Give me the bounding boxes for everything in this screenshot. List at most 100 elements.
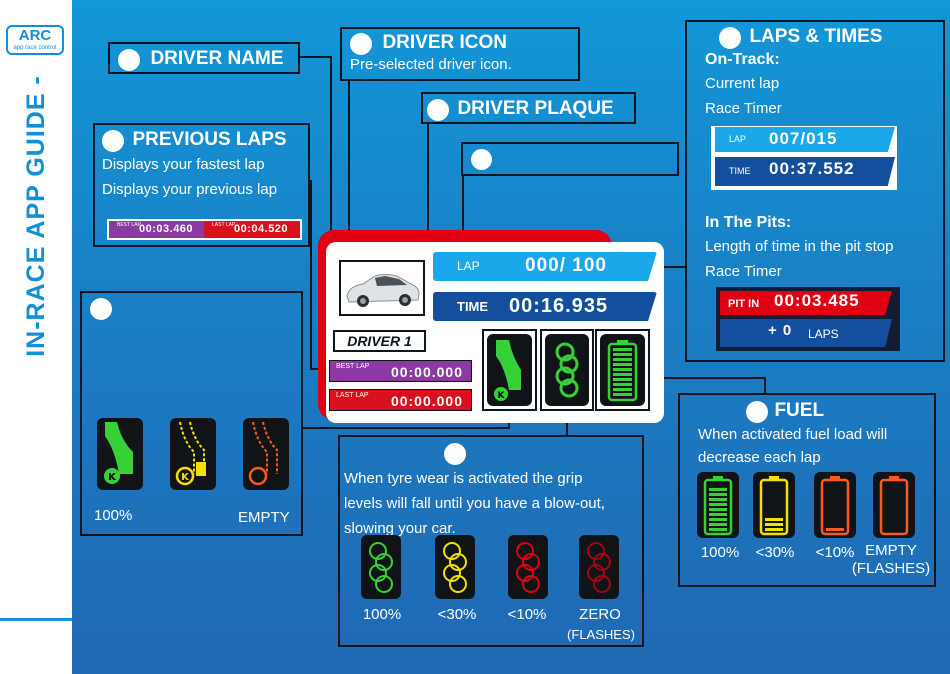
in-pits-line: Race Timer [705,263,782,280]
fuel-desc-line: decrease each lap [698,449,821,466]
grip-gauge-icon: K [494,340,521,401]
left-sidebar [0,0,72,674]
pit-in-label: PIT IN [728,298,760,310]
driver-icon-frame [339,260,425,316]
arc-logo: ARC app race control [6,25,64,55]
fuel-level-gauge [753,472,795,538]
previous-laps-callout: PREVIOUS LAPS Displays your fastest lap … [93,123,310,247]
sidebar-divider [0,618,72,621]
driver-plaque-callout: DRIVER PLAQUE [421,92,636,124]
prev-best-value: 00:03.460 [139,223,194,235]
lt-lap-value: 007/015 [769,129,838,148]
tyre-desc-line: When tyre wear is activated the grip [344,470,583,487]
tyre-level-caption: 100% [362,606,402,623]
pit-in-value: 00:03.485 [774,291,860,310]
prev-last-value: 00:04.520 [234,223,289,235]
grip-empty-gauge [243,418,289,490]
driver-icon-callout: DRIVER ICON Pre-selected driver icon. [340,27,580,81]
fuel-gauge-icon [820,476,850,536]
tyre-desc-line: slowing your car. [344,520,456,537]
grip-callout: K K 100% EMPTY [80,291,303,536]
car-icon [346,274,420,307]
bullet-icon [471,149,492,170]
grip-full-caption: 100% [94,507,133,524]
tyre-level-gauge [508,535,548,599]
on-track-line: Race Timer [705,100,782,117]
connector-line [764,377,766,394]
fuel-level-caption: <10% [815,544,855,561]
prev-best-label: BEST LAP [117,222,141,228]
in-pits-line: Length of time in the pit stop [705,238,894,255]
time-label: TIME [457,299,489,314]
pit-in-bar: PIT IN 00:03.485 [720,291,892,315]
connector-line [566,410,568,436]
callout-line: Displays your fastest lap [102,156,265,173]
lap-value: 000/ 100 [525,255,607,276]
pit-laps-bar: + 0 LAPS [720,319,892,347]
lt-time-value: 00:37.552 [769,159,855,178]
grip-gauge-icon: K [175,421,206,486]
connector-line [427,124,429,250]
bullet-icon [444,443,466,465]
fuel-gauge-icon [703,476,733,536]
prev-last-lap: LAST LAP 00:04.520 [204,221,300,238]
tyre-gauge-frame [540,329,594,411]
tyre-level-caption: <30% [437,606,477,623]
connector-line [330,56,332,346]
grip-gauge-frame: K [482,329,537,411]
connector-line [348,80,350,262]
callout-line: Displays your previous lap [102,181,278,198]
connector-line [462,176,464,252]
laps-times-callout: LAPS & TIMES On-Track: Current lap Race … [685,20,945,362]
fuel-level-gauge [697,472,739,538]
tyre-wear-callout: When tyre wear is activated the grip lev… [338,435,644,647]
best-lap-display: BEST LAP 00:00.000 [329,360,472,382]
fuel-gauge-frame [595,329,650,411]
bullet-icon [102,129,124,152]
best-lap-value: 00:00.000 [390,364,463,380]
fuel-level-gauge [873,472,915,538]
callout-title: DRIVER ICON [382,32,508,53]
callout-title: LAPS & TIMES [749,26,883,47]
svg-text:K: K [181,472,190,483]
tyre-level-caption: <10% [507,606,547,623]
last-lap-label: LAST LAP [336,392,369,399]
fuel-gauge-icon [607,340,638,402]
tyre-level-gauge [579,535,619,599]
grip-gauge-icon: K [104,422,133,484]
pit-laps-label: LAPS [808,327,839,341]
bullet-icon [90,298,112,320]
pit-laps-value: + 0 [768,322,793,339]
fuel-level-caption: <30% [755,544,795,561]
connector-line [302,427,510,429]
lt-time-bar: TIME 00:37.552 [715,157,895,186]
fuel-gauge-icon [879,476,909,536]
lt-time-label: TIME [729,166,751,176]
fuel-level-gauge [814,472,856,538]
guide-title: IN-RACE APP GUIDE - [22,75,50,357]
fuel-level-caption: EMPTY [865,542,917,559]
tyre-level-caption: ZERO [579,606,621,623]
lap-label: LAP [457,259,480,273]
tyre-desc-line: levels will fall until you have a blow-o… [344,495,605,512]
prev-best-lap: BEST LAP 00:03.460 [109,221,205,238]
on-track-line: Current lap [705,75,780,92]
race-timer: TIME 00:16.935 [433,292,657,321]
callout-title: PREVIOUS LAPS [132,129,287,150]
fuel-gauge-icon [759,476,789,536]
grip-gauge-icon [248,421,278,486]
callout-title: DRIVER PLAQUE [457,98,614,119]
connector-line [648,377,766,379]
bullet-icon [746,400,768,423]
fuel-empty-note: (FLASHES) [851,560,931,577]
tyre-level-gauge [361,535,401,599]
tyre-gauge-icon [369,542,393,593]
time-value: 00:16.935 [509,295,609,317]
callout-title: FUEL [774,400,825,421]
grip-full-gauge: K [97,418,143,490]
fuel-desc-line: When activated fuel load will [698,426,888,443]
tyre-zero-note: (FLASHES) [567,627,635,642]
svg-text:K: K [108,472,117,483]
prev-last-label: LAST LAP [212,222,236,228]
callout-title: DRIVER NAME [150,48,284,69]
